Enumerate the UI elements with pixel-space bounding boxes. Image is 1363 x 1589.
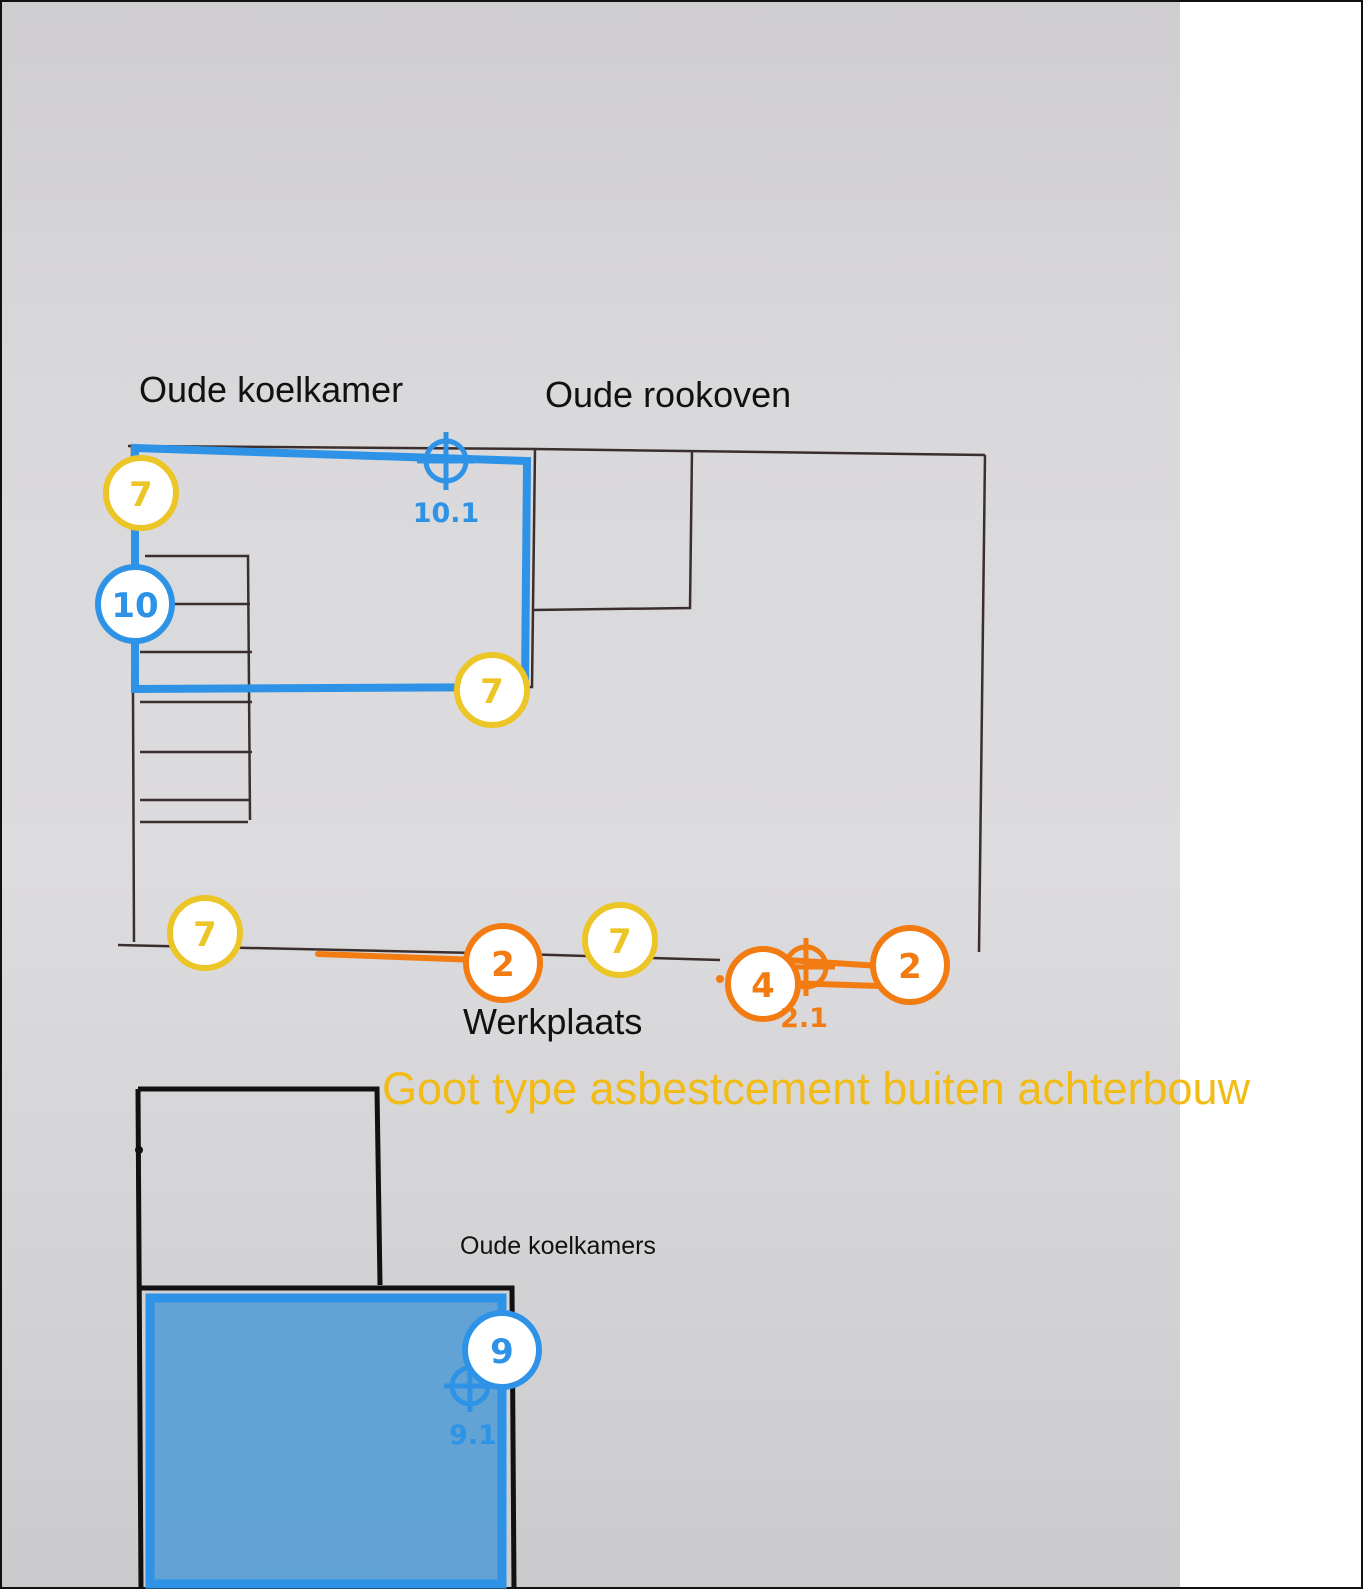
marker-label: 2 [898, 947, 922, 987]
marker-orange-4 [725, 946, 801, 1022]
marker-label: 7 [193, 915, 217, 955]
marker-yellow-7 [454, 652, 530, 728]
room-label-oude-koelkamers: Oude koelkamers [460, 1232, 656, 1260]
room-label-werkplaats: Werkplaats [463, 1001, 643, 1042]
marker-blue-10 [95, 564, 175, 644]
target-label: 10.1 [413, 498, 480, 529]
marker-orange-2 [463, 923, 543, 1003]
annotation-goot-label: Goot type asbestcement buiten achterbouw [382, 1063, 1251, 1114]
marker-label: 4 [751, 966, 775, 1006]
orange-line-right-b [784, 980, 883, 989]
orange-line-left [315, 951, 481, 963]
marker-label: 2 [491, 945, 515, 985]
koelkamers-asbestos-area [145, 1293, 507, 1589]
marker-label: 7 [129, 475, 153, 515]
sketch-plan-outline [117, 444, 987, 962]
marker-orange-2 [870, 925, 950, 1005]
marker-label: 7 [480, 672, 504, 712]
marker-label: 10 [111, 586, 158, 626]
marker-yellow-7 [167, 895, 243, 971]
orange-line-end-dot [716, 975, 724, 983]
orange-line-right-a [784, 957, 883, 969]
room-label-oude-koelkamer: Oude koelkamer [139, 369, 404, 410]
target-label: 2.1 [780, 1003, 828, 1034]
outline-corner-dot [135, 1146, 143, 1154]
marker-label: 9 [490, 1332, 514, 1372]
marker-blue-9 [462, 1310, 542, 1390]
marker-yellow-7 [103, 455, 179, 531]
outbuilding-outline [135, 1086, 517, 1589]
marker-yellow-7 [582, 902, 658, 978]
room-label-oude-rookoven: Oude rookoven [545, 374, 792, 415]
target-icon [417, 432, 475, 490]
marker-label: 7 [608, 922, 632, 962]
target-label: 9.1 [449, 1420, 497, 1451]
